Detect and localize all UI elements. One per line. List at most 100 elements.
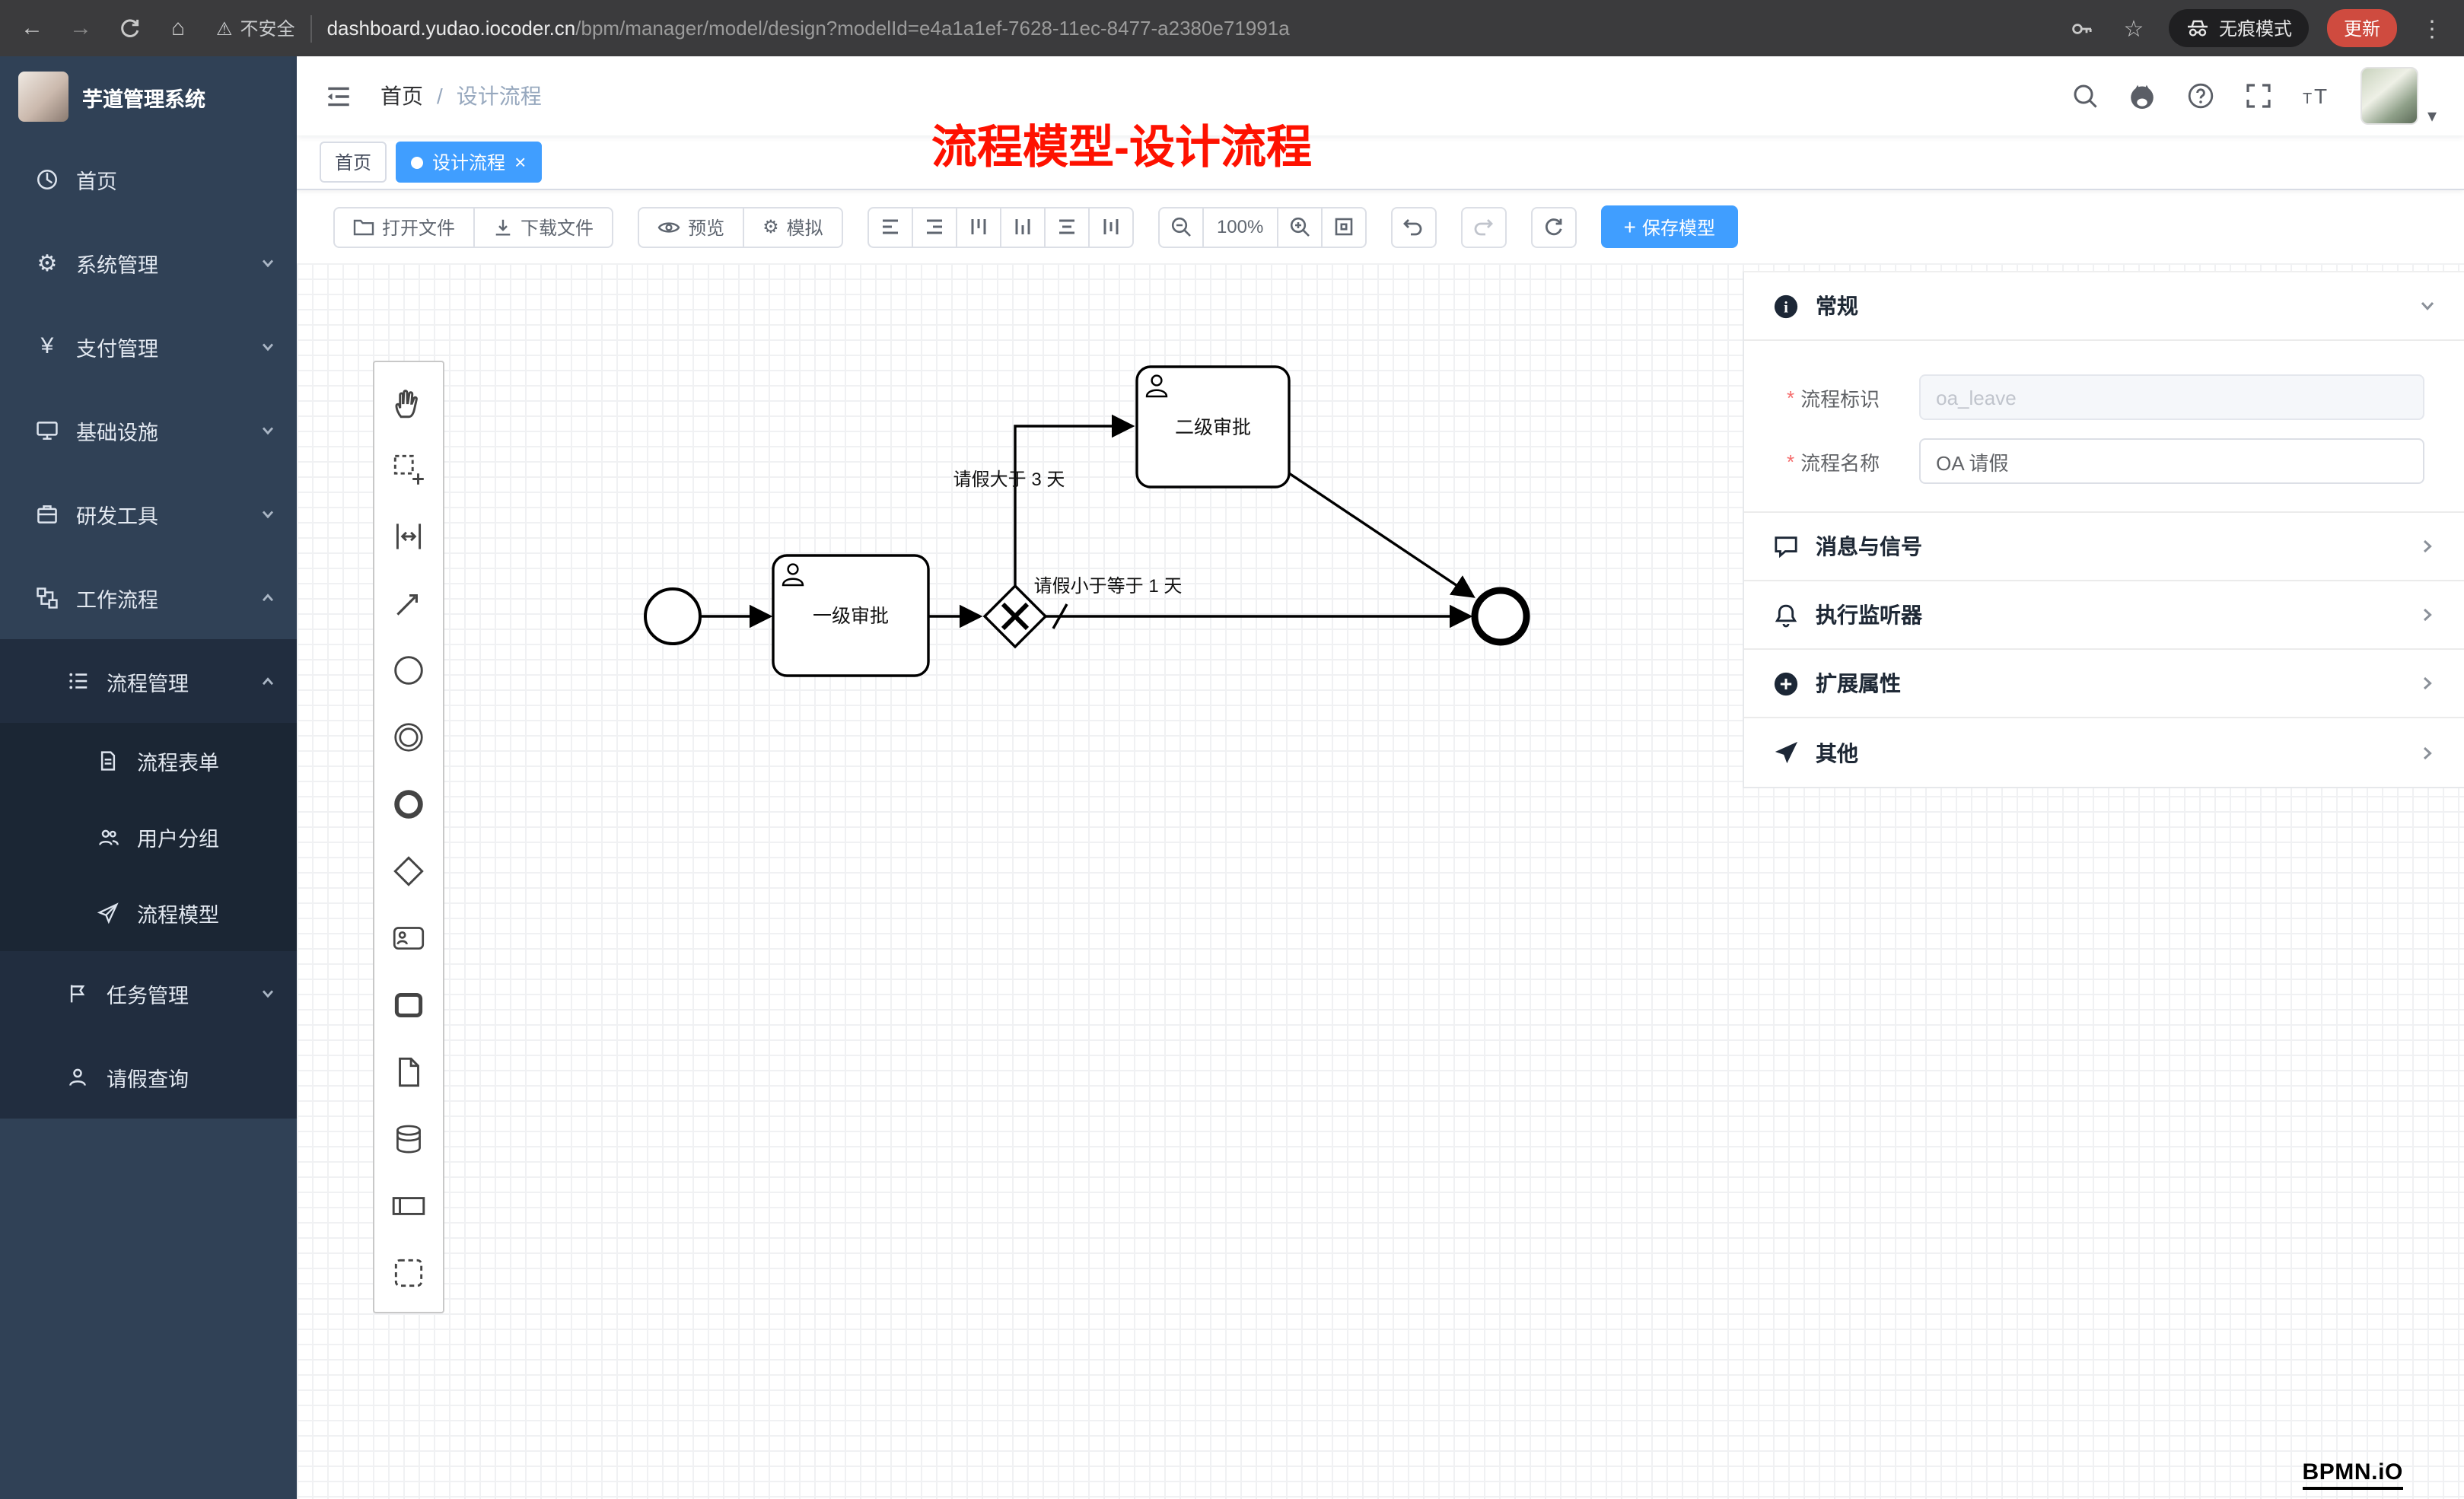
restart-button[interactable] bbox=[1530, 206, 1577, 247]
search-icon[interactable] bbox=[2068, 79, 2102, 113]
users-icon bbox=[94, 826, 122, 848]
section-other[interactable]: 其他 bbox=[1744, 718, 2464, 787]
start-event-node[interactable] bbox=[644, 587, 702, 645]
save-model-button[interactable]: + 保存模型 bbox=[1600, 205, 1739, 248]
call-activity-icon[interactable] bbox=[374, 971, 443, 1038]
redo-button[interactable] bbox=[1460, 206, 1507, 247]
connect-tool-icon[interactable] bbox=[374, 569, 443, 636]
chrome-update-button[interactable]: 更新 bbox=[2326, 9, 2397, 47]
bookmark-star-icon[interactable]: ☆ bbox=[2123, 16, 2144, 42]
process-name-input[interactable] bbox=[1919, 438, 2424, 484]
browser-back-icon[interactable]: ← bbox=[21, 15, 43, 41]
zoom-level-display: 100% bbox=[1202, 206, 1278, 247]
help-icon[interactable] bbox=[2184, 79, 2217, 113]
end-event-icon[interactable] bbox=[374, 770, 443, 837]
required-asterisk: * bbox=[1787, 450, 1795, 473]
avatar[interactable] bbox=[2360, 67, 2418, 125]
exclusive-gateway-node[interactable] bbox=[982, 584, 1048, 649]
site-security-chip[interactable]: ⚠ 不安全 bbox=[216, 15, 295, 41]
sidebar-item-devtools[interactable]: 研发工具 bbox=[0, 472, 297, 555]
zoom-reset-icon[interactable] bbox=[1320, 206, 1367, 247]
lasso-tool-icon[interactable] bbox=[374, 435, 443, 502]
sidebar-item-label: 用户分组 bbox=[137, 828, 219, 851]
overflow-menu-icon[interactable]: ⋮ bbox=[2421, 16, 2443, 42]
chevron-up-icon bbox=[260, 673, 275, 689]
open-file-button[interactable]: 打开文件 bbox=[333, 206, 476, 247]
message-icon bbox=[1772, 532, 1800, 561]
section-execution-listeners[interactable]: 执行监听器 bbox=[1744, 581, 2464, 650]
sidebar-item-label: 流程管理 bbox=[107, 672, 189, 695]
browser-home-icon[interactable]: ⌂ bbox=[170, 15, 186, 41]
sidebar-item-workflow[interactable]: 工作流程 bbox=[0, 555, 297, 639]
tab-close-icon[interactable]: × bbox=[514, 151, 527, 173]
tab-design-process[interactable]: 设计流程 × bbox=[396, 142, 542, 183]
chevron-down-icon bbox=[260, 339, 275, 354]
workflow-icon bbox=[33, 585, 61, 609]
process-key-row: * 流程标识 bbox=[1787, 374, 2424, 420]
data-store-icon[interactable] bbox=[374, 1105, 443, 1172]
sidebar-item-process-form[interactable]: 流程表单 bbox=[0, 723, 297, 799]
sidebar-item-user-group[interactable]: 用户分组 bbox=[0, 799, 297, 875]
bpmn-canvas[interactable]: 一级审批 二级审批 请假大于 3 天 请假小于等于 1 天 i bbox=[297, 263, 2464, 1499]
designer-toolbar: 打开文件 下载文件 预览 ⚙ 模拟 bbox=[297, 190, 2464, 263]
user-task-icon[interactable] bbox=[374, 904, 443, 971]
space-tool-icon[interactable] bbox=[374, 502, 443, 569]
svg-text:i: i bbox=[1784, 298, 1788, 316]
participant-icon[interactable] bbox=[374, 1172, 443, 1239]
sidebar-item-task-management[interactable]: 任务管理 bbox=[0, 951, 297, 1035]
user-task-2-node[interactable] bbox=[1135, 365, 1291, 489]
sequence-flow-task2-to-end[interactable] bbox=[1288, 472, 1476, 598]
bpmn-io-watermark[interactable]: BPMN.iO bbox=[2302, 1459, 2403, 1490]
sidebar-toggle-icon[interactable] bbox=[324, 83, 353, 109]
sidebar-item-infrastructure[interactable]: 基础设施 bbox=[0, 388, 297, 472]
workflow-submenu: 流程管理 流程表单 用户分组 流程模型 bbox=[0, 639, 297, 1119]
download-file-button[interactable]: 下载文件 bbox=[473, 206, 614, 247]
tab-home[interactable]: 首页 bbox=[320, 142, 387, 183]
fullscreen-icon[interactable] bbox=[2242, 79, 2275, 113]
sidebar-item-home[interactable]: 首页 bbox=[0, 137, 297, 221]
address-bar[interactable]: dashboard.yudao.iocoder.cn/bpm/manager/m… bbox=[327, 17, 2050, 40]
github-icon[interactable] bbox=[2126, 79, 2160, 113]
hand-tool-icon[interactable] bbox=[374, 368, 443, 435]
key-icon[interactable] bbox=[2065, 11, 2099, 45]
align-top-icon[interactable] bbox=[955, 206, 1001, 247]
sidebar-item-system[interactable]: ⚙ 系统管理 bbox=[0, 221, 297, 304]
url-domain: dashboard.yudao.iocoder.cn bbox=[326, 17, 576, 40]
group-icon[interactable] bbox=[374, 1239, 443, 1306]
section-general[interactable]: i 常规 bbox=[1744, 272, 2464, 341]
undo-button[interactable] bbox=[1390, 206, 1437, 247]
section-messages-signals[interactable]: 消息与信号 bbox=[1744, 513, 2464, 581]
preview-button[interactable]: 预览 bbox=[638, 206, 745, 247]
user-task-1-node[interactable] bbox=[772, 554, 930, 677]
process-key-input bbox=[1919, 374, 2424, 420]
start-event-icon[interactable] bbox=[374, 636, 443, 703]
browser-forward-icon[interactable]: → bbox=[69, 15, 92, 41]
sidebar-item-process-management[interactable]: 流程管理 bbox=[0, 639, 297, 723]
align-left-icon[interactable] bbox=[867, 206, 913, 247]
breadcrumb-home[interactable]: 首页 bbox=[380, 84, 423, 108]
align-center-icon[interactable] bbox=[1043, 206, 1090, 247]
gateway-icon[interactable] bbox=[374, 837, 443, 904]
zoom-in-icon[interactable] bbox=[1276, 206, 1323, 247]
end-event-node[interactable] bbox=[1471, 587, 1530, 646]
breadcrumb-current: 设计流程 bbox=[456, 84, 542, 108]
app-logo-image bbox=[18, 72, 68, 122]
sequence-flow-gateway-to-task2[interactable] bbox=[1014, 414, 1135, 586]
align-bottom-icon[interactable] bbox=[999, 206, 1046, 247]
section-extended-properties[interactable]: 扩展属性 bbox=[1744, 650, 2464, 718]
sidebar-item-leave-query[interactable]: 请假查询 bbox=[0, 1035, 297, 1119]
chevron-down-icon bbox=[260, 422, 275, 438]
sidebar-item-process-model[interactable]: 流程模型 bbox=[0, 875, 297, 951]
zoom-out-icon[interactable] bbox=[1157, 206, 1204, 247]
intermediate-event-icon[interactable] bbox=[374, 703, 443, 770]
browser-refresh-icon[interactable] bbox=[113, 11, 146, 45]
toolbox-icon bbox=[33, 501, 61, 526]
caret-down-icon[interactable]: ▾ bbox=[2427, 105, 2437, 126]
sidebar-item-payment[interactable]: ¥ 支付管理 bbox=[0, 304, 297, 388]
align-right-icon[interactable] bbox=[911, 206, 957, 247]
align-middle-icon[interactable] bbox=[1087, 206, 1134, 247]
simulate-button[interactable]: ⚙ 模拟 bbox=[743, 206, 843, 247]
data-object-icon[interactable] bbox=[374, 1038, 443, 1105]
